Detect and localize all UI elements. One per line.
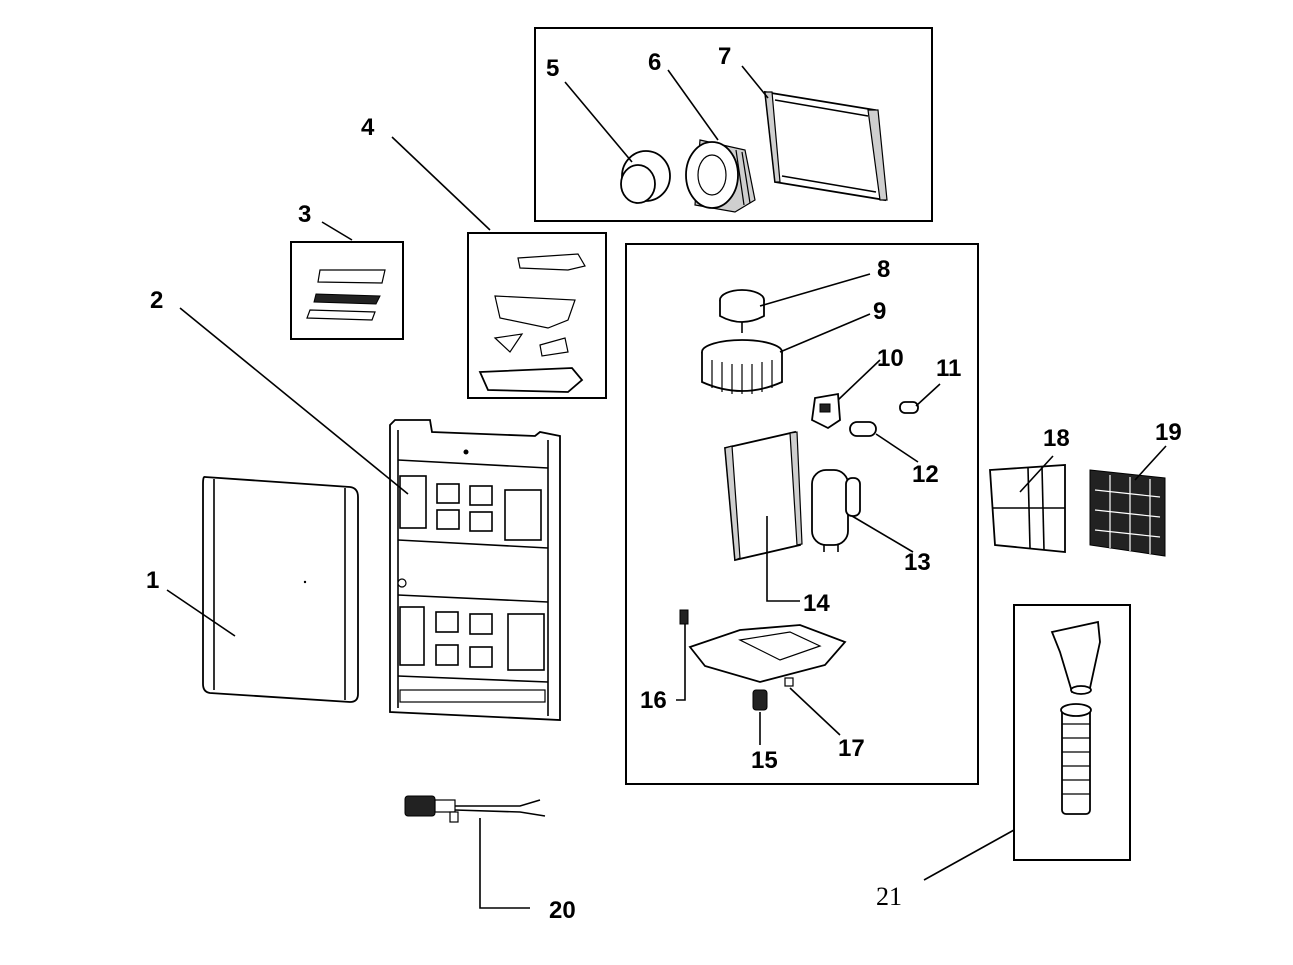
part-9-blower-wheel <box>701 339 783 394</box>
part-5-motor-cover <box>620 150 671 204</box>
label-part-10: 10 <box>877 345 904 372</box>
label-part-7: 7 <box>718 43 731 70</box>
part-6-fan-wheel <box>685 139 756 213</box>
part-13-compressor <box>811 469 861 552</box>
group-box-part-3 <box>290 241 404 340</box>
part-3-control-board <box>306 269 386 321</box>
part-7-condenser <box>763 90 888 202</box>
part-11-float <box>899 401 919 414</box>
group-box-part-4 <box>467 232 607 399</box>
part-18-filter-frame <box>989 464 1066 553</box>
label-part-15: 15 <box>751 747 778 774</box>
part-16-drain-plug <box>679 609 689 625</box>
label-part-6: 6 <box>648 49 661 76</box>
part-8-motor <box>719 289 765 333</box>
label-part-20: 20 <box>549 897 576 924</box>
group-box-part-21 <box>1013 604 1131 861</box>
label-part-1: 1 <box>146 567 159 594</box>
group-box-fan-condenser <box>534 27 933 222</box>
part-1-front-panel <box>202 476 359 703</box>
part-4-water-tray-set <box>478 253 586 393</box>
label-part-13: 13 <box>904 549 931 576</box>
part-19-mesh-filter <box>1089 469 1166 557</box>
leader-lines <box>166 65 1167 909</box>
label-part-18: 18 <box>1043 425 1070 452</box>
label-part-12: 12 <box>912 461 939 488</box>
label-part-21: 21 <box>876 882 902 911</box>
part-14-evaporator <box>724 430 803 562</box>
label-part-14: 14 <box>803 590 830 617</box>
part-17-base-pan <box>688 624 847 687</box>
group-box-internal <box>625 243 979 785</box>
label-part-8: 8 <box>877 256 890 283</box>
part-15-caster <box>752 689 768 711</box>
label-part-4: 4 <box>361 114 375 141</box>
part-10-switch-assembly <box>811 392 841 430</box>
part-2-rear-cabinet <box>389 419 561 721</box>
part-21-exhaust-hose-kit <box>1050 620 1101 815</box>
label-part-16: 16 <box>640 687 667 714</box>
part-12-capacitor <box>849 421 877 437</box>
part-20-power-cord <box>404 795 546 823</box>
label-part-17: 17 <box>838 735 865 762</box>
label-part-11: 11 <box>936 355 961 382</box>
label-part-5: 5 <box>546 55 559 82</box>
label-part-9: 9 <box>873 298 886 325</box>
label-part-2: 2 <box>150 287 163 314</box>
label-part-19: 19 <box>1155 419 1182 446</box>
label-part-3: 3 <box>298 201 311 228</box>
